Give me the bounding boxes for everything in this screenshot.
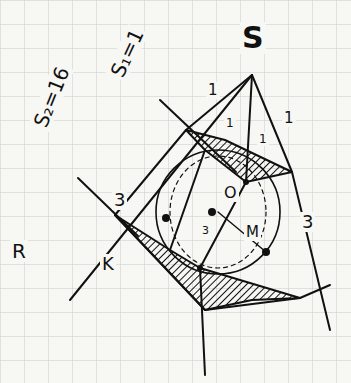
sphere-dashed xyxy=(170,156,266,268)
plane-trace xyxy=(78,178,138,236)
radius xyxy=(218,212,266,252)
annotation: S₂=16 xyxy=(29,62,74,132)
annotation: R xyxy=(10,240,28,262)
annotation: 1 xyxy=(282,110,296,127)
edge xyxy=(115,215,205,310)
annotation: 3 xyxy=(112,190,127,210)
tangent-point xyxy=(243,179,249,185)
tangent-point xyxy=(197,265,203,271)
edge xyxy=(292,172,330,330)
edge xyxy=(200,182,246,268)
annotation: S₁=1 xyxy=(106,24,149,82)
annotation: 1 xyxy=(206,82,220,99)
tangent-point xyxy=(208,208,216,216)
edge xyxy=(246,75,252,182)
edge xyxy=(186,75,252,130)
vertex-label: S xyxy=(240,22,266,54)
annotation: K xyxy=(100,254,116,274)
edge xyxy=(300,285,330,298)
annotation: 1 xyxy=(257,132,269,146)
sphere xyxy=(156,150,280,274)
edge xyxy=(200,268,205,375)
edge xyxy=(205,298,300,310)
annotation: 3 xyxy=(200,224,211,237)
tangent-point xyxy=(262,248,270,256)
base-section xyxy=(115,215,300,310)
tangent-point xyxy=(162,214,170,222)
annotation: 3 xyxy=(300,212,315,232)
annotation: M xyxy=(244,224,261,241)
annotation: O xyxy=(222,184,239,202)
annotation: 1 xyxy=(224,116,236,130)
